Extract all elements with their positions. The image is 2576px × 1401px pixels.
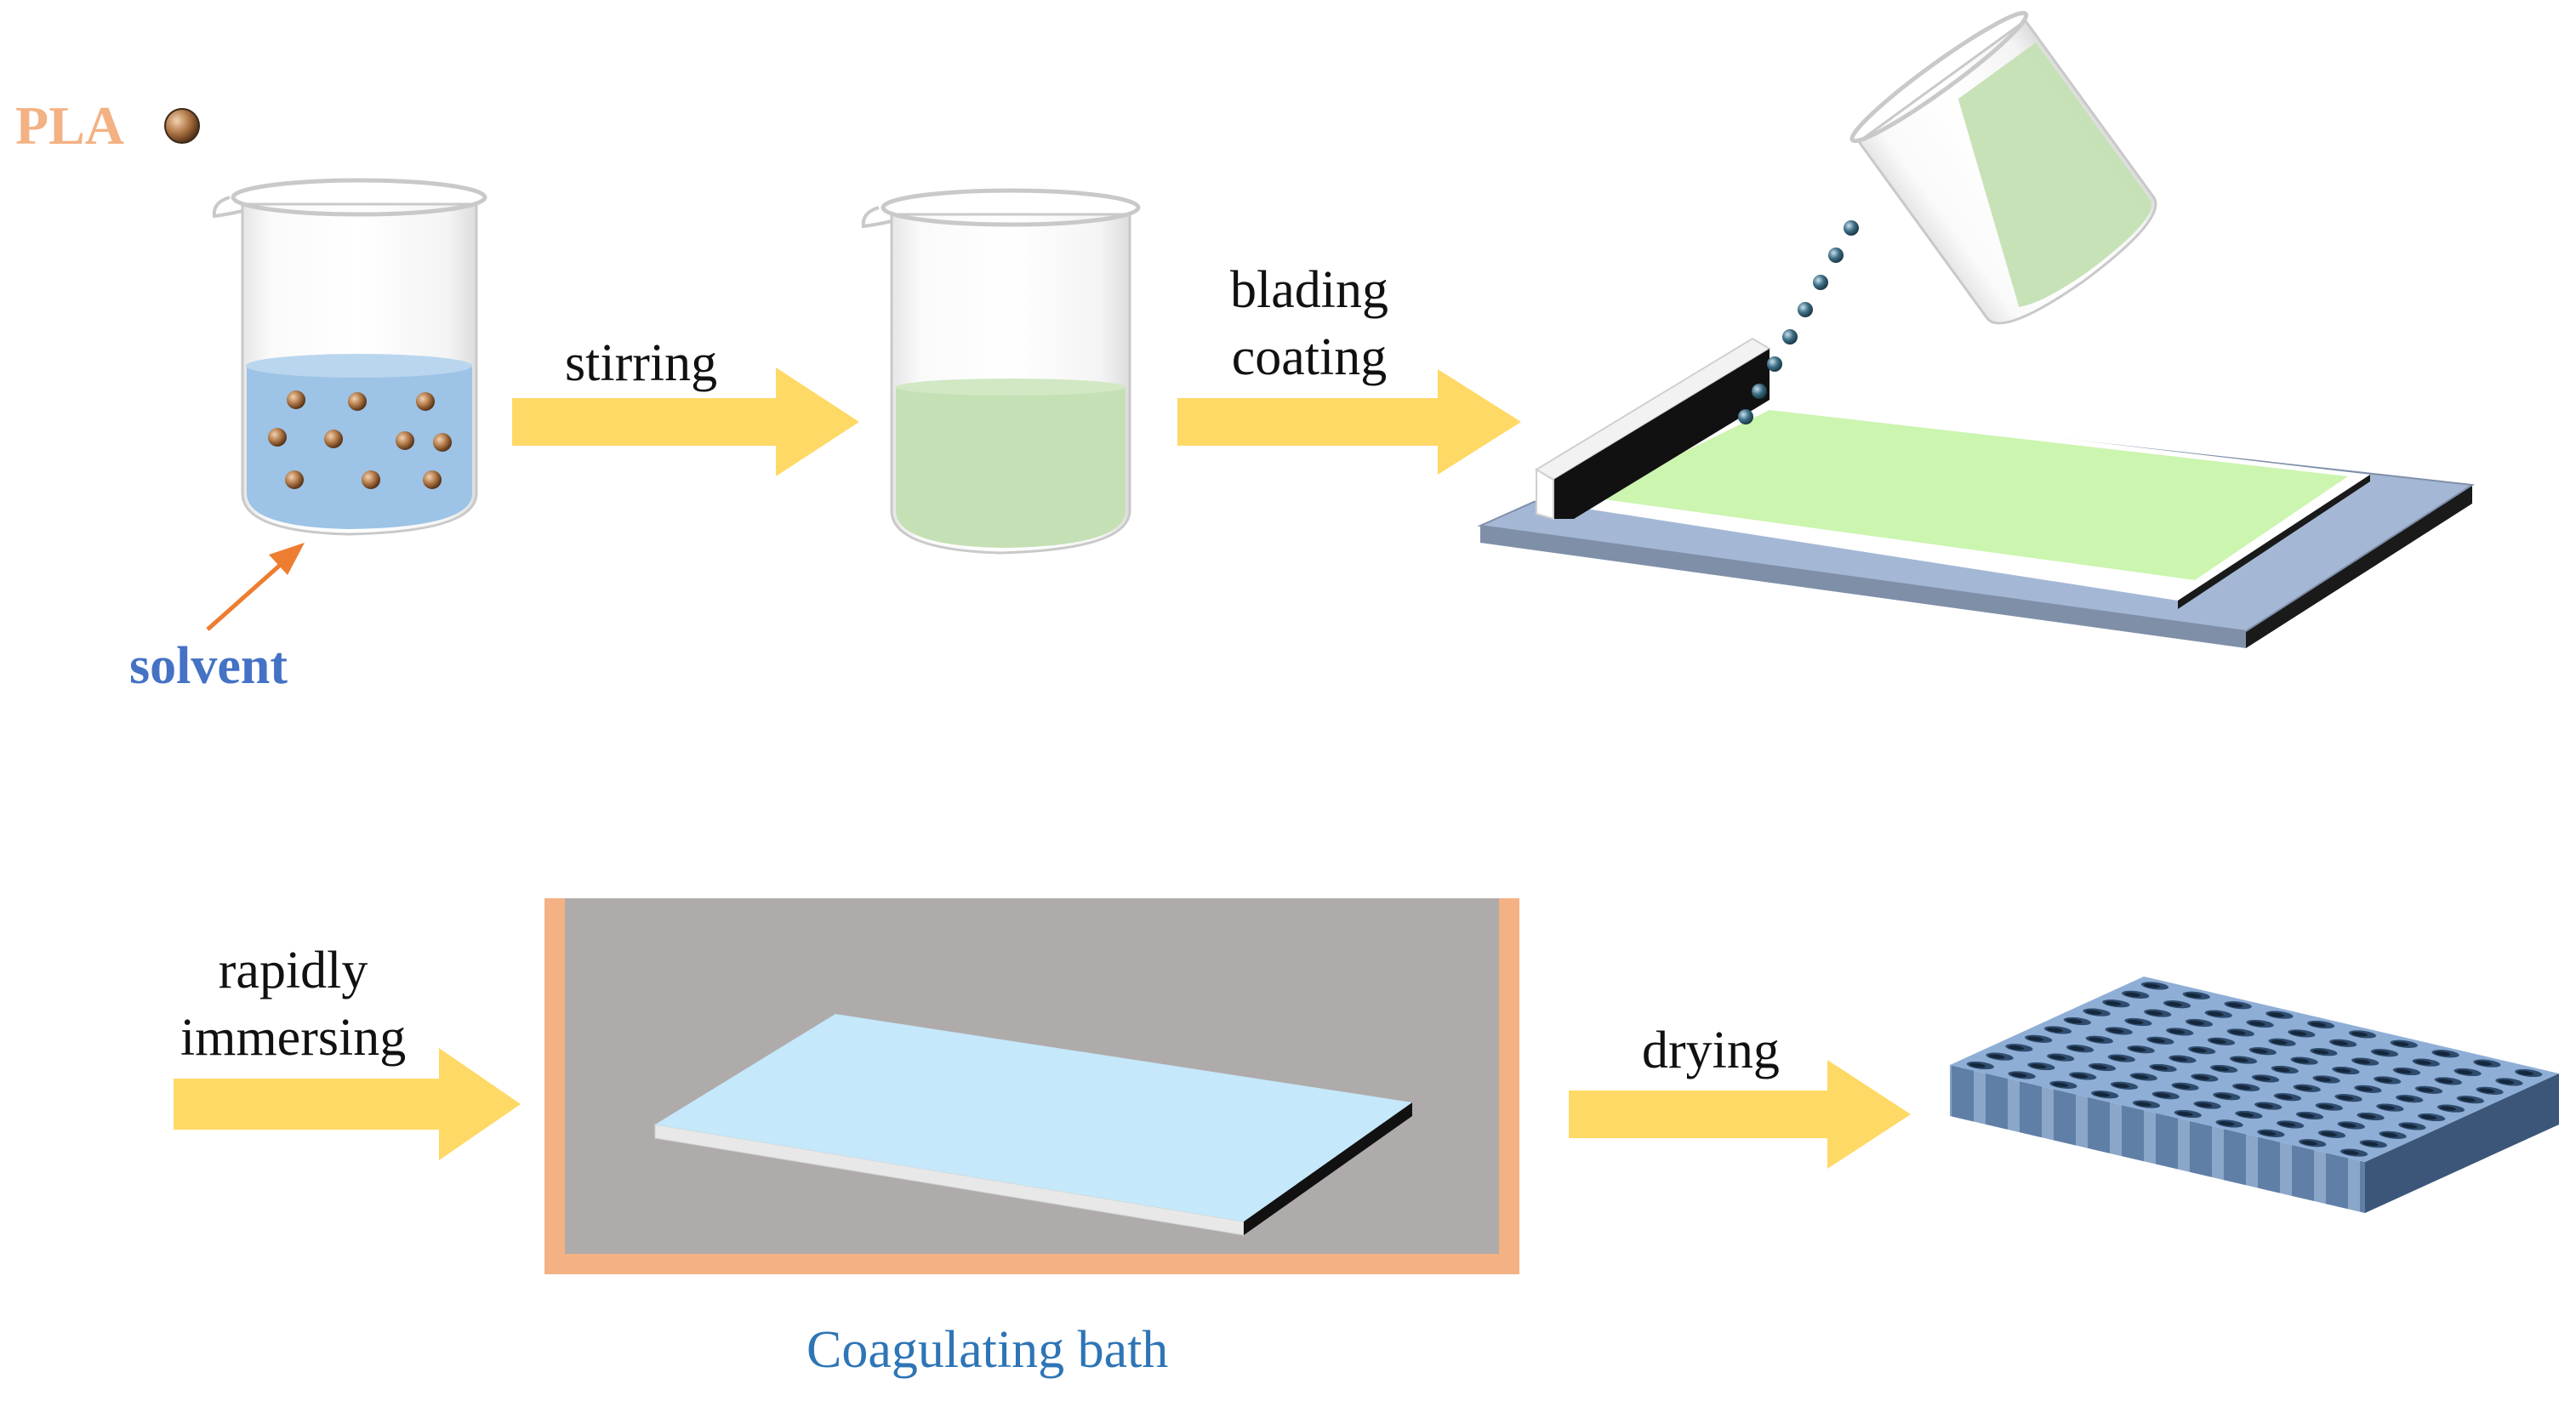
drying-arrow: [1569, 1060, 1911, 1169]
solvent-pointer-arrow: [206, 543, 305, 631]
pla-particle: [362, 470, 380, 489]
blading-label-line2: coating: [1231, 328, 1388, 387]
beaker-solution: [861, 188, 1141, 555]
solution-drop: [1782, 329, 1798, 345]
stirring-arrow: [512, 367, 859, 476]
coagulating-bath-label: Coagulating bath: [806, 1321, 1169, 1379]
pouring-beaker: [1849, 10, 2157, 325]
solution-drop: [1828, 248, 1844, 263]
immersed-film: [655, 1014, 1412, 1222]
pla-particle: [268, 428, 287, 447]
beaker-solvent: [212, 178, 487, 536]
stirring-label: stirring: [565, 334, 718, 392]
coating-plate: [1477, 337, 2475, 648]
pla-particles: [268, 390, 452, 489]
pla-particle: [287, 390, 305, 409]
pla-particle: [423, 470, 442, 489]
pla-particle: [285, 470, 304, 489]
rapidly-label-line1: rapidly: [218, 942, 368, 999]
porous-membrane: [1950, 977, 2560, 1213]
green-film: [1591, 410, 2348, 580]
pla-particle: [416, 392, 435, 411]
blading-label-line1: blading: [1230, 261, 1388, 319]
pla-particle: [324, 430, 343, 448]
pla-particle: [348, 392, 367, 411]
solution-drop: [1767, 356, 1782, 372]
solvent-label: solvent: [129, 637, 288, 695]
blading-coating-label: blading coating: [1230, 257, 1388, 392]
rapidly-label-line2: immersing: [180, 1009, 407, 1068]
pla-particle: [433, 433, 452, 452]
solution-drop: [1738, 409, 1753, 424]
coagulating-bath: [544, 898, 1519, 1274]
pla-label: PLA: [15, 95, 124, 156]
solution-drop: [1813, 275, 1828, 290]
solution-drop: [1844, 220, 1859, 236]
pouring-drops: [1738, 220, 1859, 424]
immersing-arrow: [174, 1048, 521, 1160]
solution-drop: [1752, 384, 1767, 399]
drying-label: drying: [1642, 1022, 1780, 1079]
pla-particle: [396, 431, 414, 450]
solution-drop: [1798, 302, 1813, 317]
blading-arrow: [1177, 369, 1521, 475]
pla-legend-particle: [164, 108, 200, 144]
rapidly-immersing-label: rapidly immersing: [180, 937, 406, 1073]
